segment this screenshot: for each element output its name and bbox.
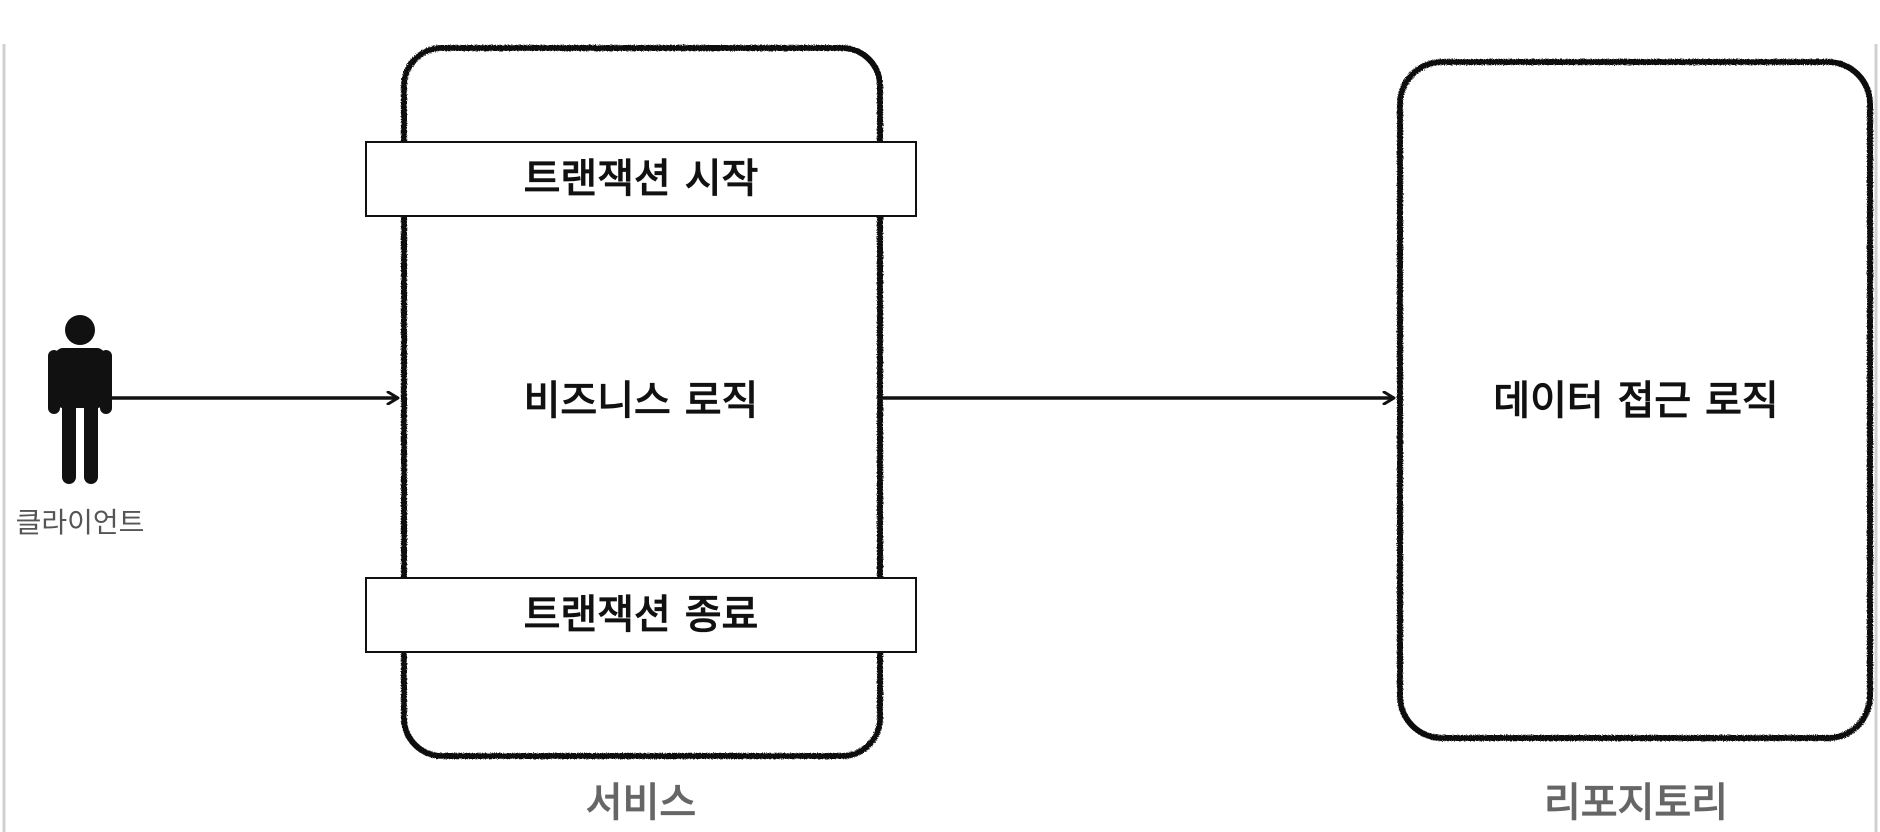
client-label: 클라이언트 bbox=[16, 506, 145, 539]
transaction-start-label: 트랜잭션 시작 bbox=[524, 156, 759, 202]
service-caption: 서비스 bbox=[586, 780, 696, 826]
data-access-logic-label: 데이터 접근 로직 bbox=[1493, 378, 1778, 424]
business-logic-label: 비즈니스 로직 bbox=[524, 378, 759, 424]
transaction-start-box bbox=[365, 141, 917, 217]
transaction-end-box bbox=[365, 577, 917, 653]
repository-container bbox=[1397, 59, 1873, 741]
repository-caption: 리포지토리 bbox=[1544, 780, 1728, 826]
transaction-end-label: 트랜잭션 종료 bbox=[524, 592, 759, 638]
